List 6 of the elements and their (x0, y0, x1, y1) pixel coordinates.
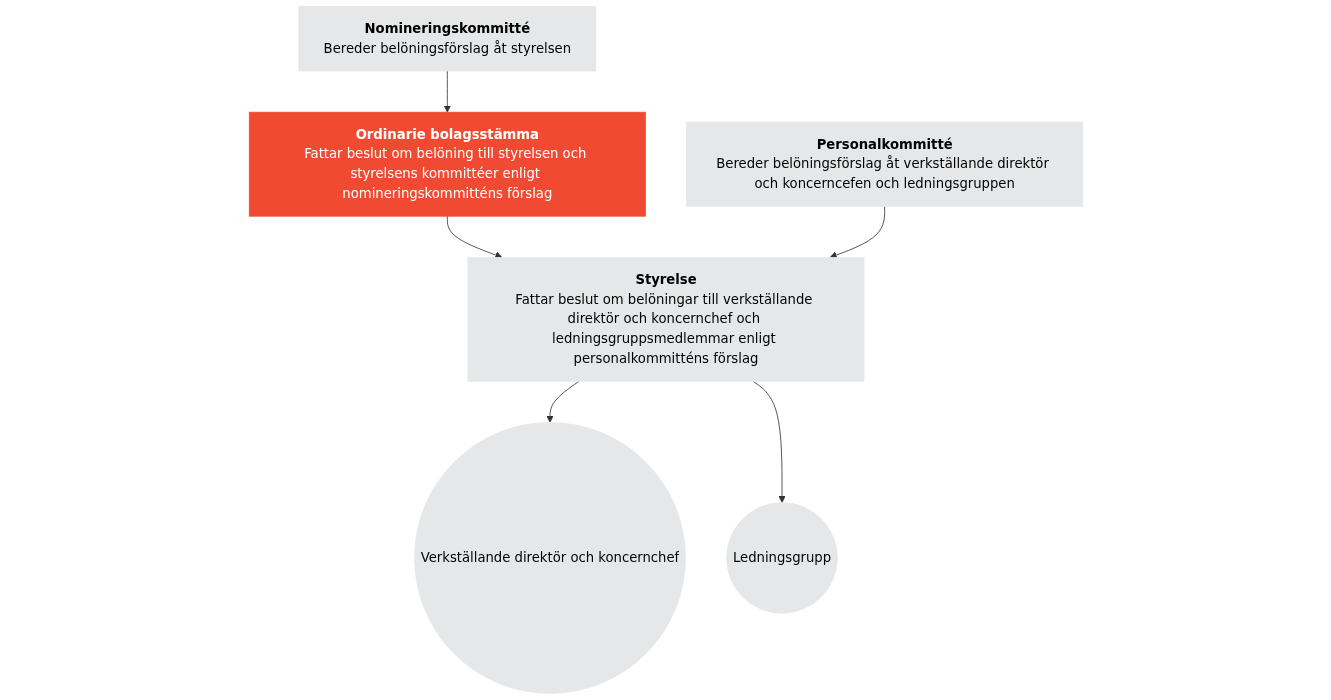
node-circle: Ledningsgrupp (725, 502, 838, 614)
node-box: Styrelse Fattar beslut om belöningar till verkställande direktör och koncernchef och ledningsgruppsmedlemmar enligt personalkommitténs förslag (467, 257, 864, 382)
node-circle: Verkställande direktör och koncernchef (413, 422, 686, 694)
node-box: Ordinarie bolagsstämma Fattar beslut om belöning till styrelsen och styrelsens kommittéer enligt nomineringskommitténs förslag (248, 111, 646, 217)
node-box: Personalkommitté Bereder belöningsförslag åt verkställande direktör och koncerncefen och ledningsgruppen (685, 121, 1083, 207)
node-box: Nomineringskommitté Bereder belöningsförslag åt styrelsen (297, 6, 596, 72)
